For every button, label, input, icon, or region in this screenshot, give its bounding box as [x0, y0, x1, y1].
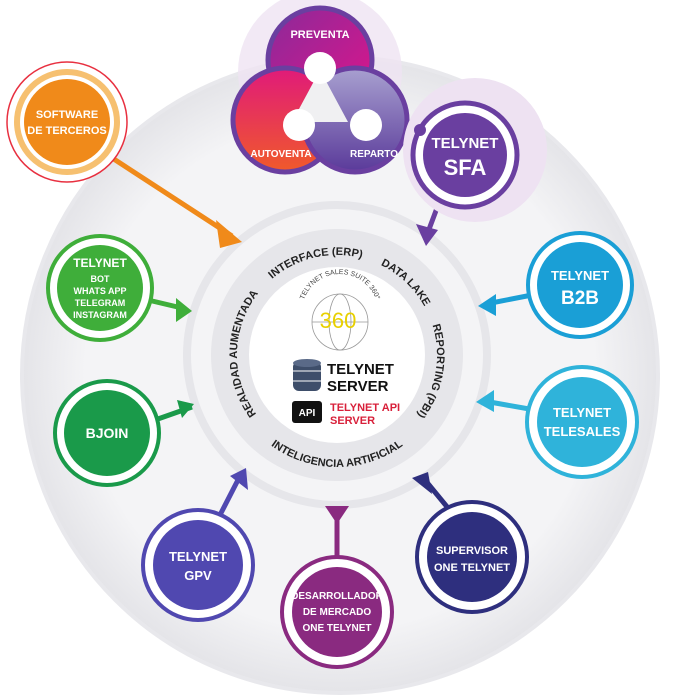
node-supervisor[interactable]: SUPERVISOR ONE TELYNET	[415, 500, 529, 614]
node-telynet-telesales[interactable]: TELYNET TELESALES	[525, 365, 639, 479]
node-label: BJOIN	[86, 425, 129, 441]
node-label: TELYNET	[553, 405, 611, 420]
api-chip-icon: API	[292, 401, 322, 423]
node-telynet-sfa[interactable]: TELYNET SFA	[403, 78, 547, 222]
node-label: TELYNET	[169, 549, 227, 564]
node-label: ONE TELYNET	[434, 562, 510, 574]
node-label: DE TERCEROS	[27, 125, 106, 137]
arrow-icon	[412, 472, 432, 494]
server-label: SERVER	[327, 378, 389, 395]
api-badge-text: API	[299, 408, 316, 419]
node-label: B2B	[561, 288, 599, 309]
arrowheads	[176, 220, 496, 524]
node-label: TELYNET	[73, 256, 127, 270]
node-bjoin[interactable]: BJOIN	[53, 379, 161, 487]
node-telynet-bot[interactable]: TELYNET BOT WHATS APP TELEGRAM INSTAGRAM	[46, 234, 154, 342]
node-label: TELESALES	[544, 424, 621, 439]
node-label: SOFTWARE	[36, 109, 98, 121]
node-label: SFA	[444, 155, 487, 180]
node-software-terceros[interactable]: SOFTWARE DE TERCEROS	[6, 61, 128, 183]
node-label: BOT	[91, 274, 111, 284]
arrow-icon	[476, 390, 494, 412]
node-label: TELEGRAM	[75, 298, 126, 308]
arrow-icon	[416, 224, 438, 246]
database-icon	[293, 359, 321, 391]
center-hub: REALIDAD AUMENTADA INTERFACE (ERP) DATA …	[211, 229, 463, 481]
arrow-icon	[325, 506, 349, 524]
node-telynet-b2b[interactable]: TELYNET B2B	[526, 231, 634, 339]
node-label: DESARROLLADOR	[291, 591, 383, 602]
arrow-icon	[478, 294, 496, 316]
reparto-label: REPARTO	[350, 149, 398, 160]
node-label: SUPERVISOR	[436, 545, 508, 557]
node-label: INSTAGRAM	[73, 310, 127, 320]
node-label: TELYNET	[551, 268, 609, 283]
node-label: ONE TELYNET	[302, 623, 371, 634]
sales-modes-cluster: PREVENTA AUTOVENTA REPARTO	[230, 0, 410, 175]
server-label: TELYNET	[327, 361, 394, 378]
autoventa-label: AUTOVENTA	[250, 149, 311, 160]
node-label: DE MERCADO	[303, 607, 372, 618]
inner-track	[183, 201, 491, 509]
arrow-icon	[177, 400, 194, 418]
node-desarrollador-mercado[interactable]: DESARROLLADOR DE MERCADO ONE TELYNET	[280, 555, 394, 669]
node-telynet-gpv[interactable]: TELYNET GPV	[141, 508, 255, 622]
api-server-label: SERVER	[330, 415, 375, 427]
node-label: WHATS APP	[74, 286, 127, 296]
arrow-icon	[176, 298, 192, 322]
node-label: TELYNET	[432, 135, 499, 152]
node-label: GPV	[184, 568, 212, 583]
arrow-icon	[230, 468, 248, 490]
api-server-label: TELYNET API	[330, 402, 400, 414]
arrow-icon	[216, 220, 242, 248]
logo-360-text: 360	[320, 308, 357, 333]
preventa-label: PREVENTA	[290, 29, 349, 41]
